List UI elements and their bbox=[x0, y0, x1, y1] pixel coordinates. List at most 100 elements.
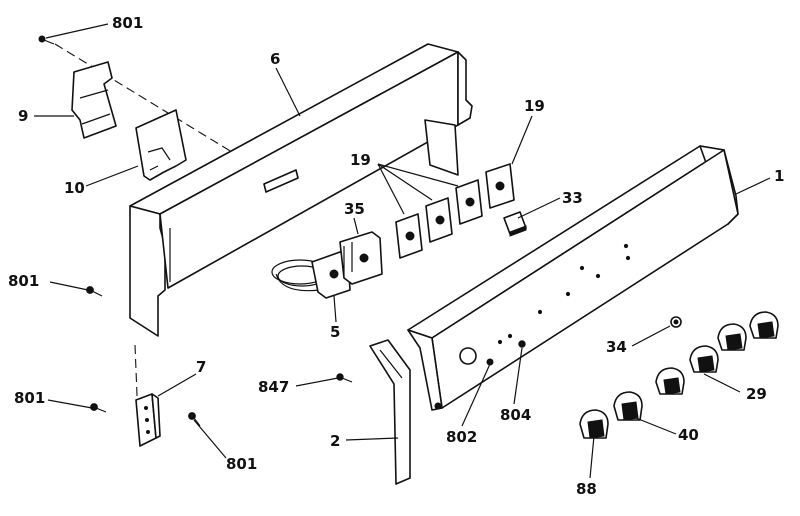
screw-847 bbox=[336, 373, 353, 383]
leader-801-bottom-left bbox=[47, 399, 93, 409]
leader-801-left bbox=[49, 281, 89, 291]
screw-shank bbox=[193, 417, 201, 427]
part-40-knob bbox=[613, 391, 643, 421]
knob-pointer bbox=[663, 377, 681, 395]
switch-19-b bbox=[425, 197, 453, 243]
screw-shank bbox=[43, 39, 55, 45]
panel-hole bbox=[565, 291, 571, 297]
part-6-backguard bbox=[129, 43, 473, 337]
switch-19-d bbox=[485, 163, 515, 209]
bracket-7-hole bbox=[145, 418, 149, 422]
switch-shaft bbox=[359, 253, 369, 263]
part-2-end-bracket bbox=[369, 339, 411, 485]
label-801-left: 801 bbox=[8, 272, 39, 290]
leader-88 bbox=[589, 435, 595, 479]
switch-shaft bbox=[495, 181, 505, 191]
part-35-thermostat bbox=[271, 231, 383, 299]
knob-29-c bbox=[717, 323, 747, 351]
bracket-7-hole bbox=[144, 406, 148, 410]
leader-33 bbox=[517, 197, 561, 219]
label-802: 802 bbox=[446, 428, 477, 446]
panel-hole bbox=[595, 273, 601, 279]
leader-847 bbox=[295, 377, 339, 387]
leader-802 bbox=[461, 363, 491, 427]
switch-19-a bbox=[395, 213, 423, 259]
screw-shank bbox=[95, 407, 107, 413]
part-9-bracket bbox=[71, 61, 117, 139]
label-804: 804 bbox=[500, 406, 531, 424]
leader-10 bbox=[85, 165, 139, 187]
label-40: 40 bbox=[678, 426, 699, 444]
screw-head bbox=[336, 373, 344, 381]
knob-pointer bbox=[725, 333, 743, 351]
screw-head bbox=[38, 35, 46, 43]
part-19-switches bbox=[395, 163, 515, 259]
panel-hole bbox=[625, 255, 631, 261]
leader-34 bbox=[631, 325, 671, 347]
bracket-9-body bbox=[71, 61, 117, 139]
end-bracket-fold bbox=[379, 349, 403, 379]
screw-801-bottom-left bbox=[90, 403, 107, 413]
knob-pointer bbox=[621, 401, 639, 421]
screw-801-top bbox=[38, 35, 55, 45]
leader-19-c bbox=[377, 163, 459, 187]
leader-lines bbox=[34, 23, 771, 479]
label-19-top: 19 bbox=[524, 97, 545, 115]
panel-hole bbox=[537, 309, 543, 315]
bracket-10-body bbox=[135, 109, 187, 181]
label-35: 35 bbox=[344, 200, 365, 218]
knob-pointer bbox=[757, 321, 775, 339]
switch-shaft bbox=[405, 231, 415, 241]
bracket-9-detail bbox=[79, 89, 111, 125]
switch-shaft bbox=[435, 215, 445, 225]
knob-29-b bbox=[689, 345, 719, 373]
screw-alignment-line bbox=[54, 43, 246, 161]
backguard-right-end bbox=[457, 51, 473, 126]
screw-801-bottom-right bbox=[188, 412, 201, 427]
leader-5 bbox=[333, 295, 337, 323]
leader-35 bbox=[353, 217, 359, 235]
backguard-right-foot bbox=[424, 119, 459, 176]
knob-29-a bbox=[655, 367, 685, 395]
part-labels: 801 9 6 10 19 19 33 1 35 801 5 34 7 847 … bbox=[8, 14, 784, 498]
label-19-group: 19 bbox=[350, 151, 371, 169]
panel-hole bbox=[579, 265, 585, 271]
label-10: 10 bbox=[64, 179, 85, 197]
part-7-bracket bbox=[135, 393, 161, 447]
label-1: 1 bbox=[774, 167, 784, 185]
leader-7 bbox=[157, 373, 197, 397]
part-33-indicator-light bbox=[503, 211, 527, 237]
knob-29-d bbox=[749, 311, 779, 339]
panel-hole-large bbox=[459, 347, 477, 365]
screw-head bbox=[188, 412, 196, 420]
part-1-control-panel bbox=[407, 145, 739, 411]
leader-6 bbox=[275, 67, 301, 117]
knob-pointer bbox=[697, 355, 715, 373]
part-10-bracket bbox=[135, 109, 187, 181]
screw-shank bbox=[341, 377, 353, 383]
screw-801-left bbox=[86, 286, 103, 297]
label-6: 6 bbox=[270, 50, 280, 68]
label-801-top: 801 bbox=[112, 14, 143, 32]
label-7: 7 bbox=[196, 358, 206, 376]
knob-pointer bbox=[587, 419, 605, 439]
part-34 bbox=[670, 316, 682, 328]
label-801-bottom-left: 801 bbox=[14, 389, 45, 407]
screw-shank bbox=[91, 290, 103, 297]
screw-head bbox=[90, 403, 98, 411]
part-29-knobs bbox=[655, 311, 779, 395]
leader-40 bbox=[635, 417, 677, 435]
leader-19-b bbox=[377, 163, 433, 201]
leader-19-a bbox=[377, 163, 405, 215]
leader-801-bottom-right bbox=[193, 419, 227, 459]
label-2: 2 bbox=[330, 432, 340, 450]
leader-29 bbox=[703, 373, 741, 393]
label-801-bottom-right: 801 bbox=[226, 455, 257, 473]
screw-804 bbox=[518, 340, 526, 348]
backguard-left-end bbox=[129, 205, 166, 337]
bracket-10-detail bbox=[147, 147, 171, 171]
switch-19-c bbox=[455, 179, 483, 225]
label-29: 29 bbox=[746, 385, 767, 403]
